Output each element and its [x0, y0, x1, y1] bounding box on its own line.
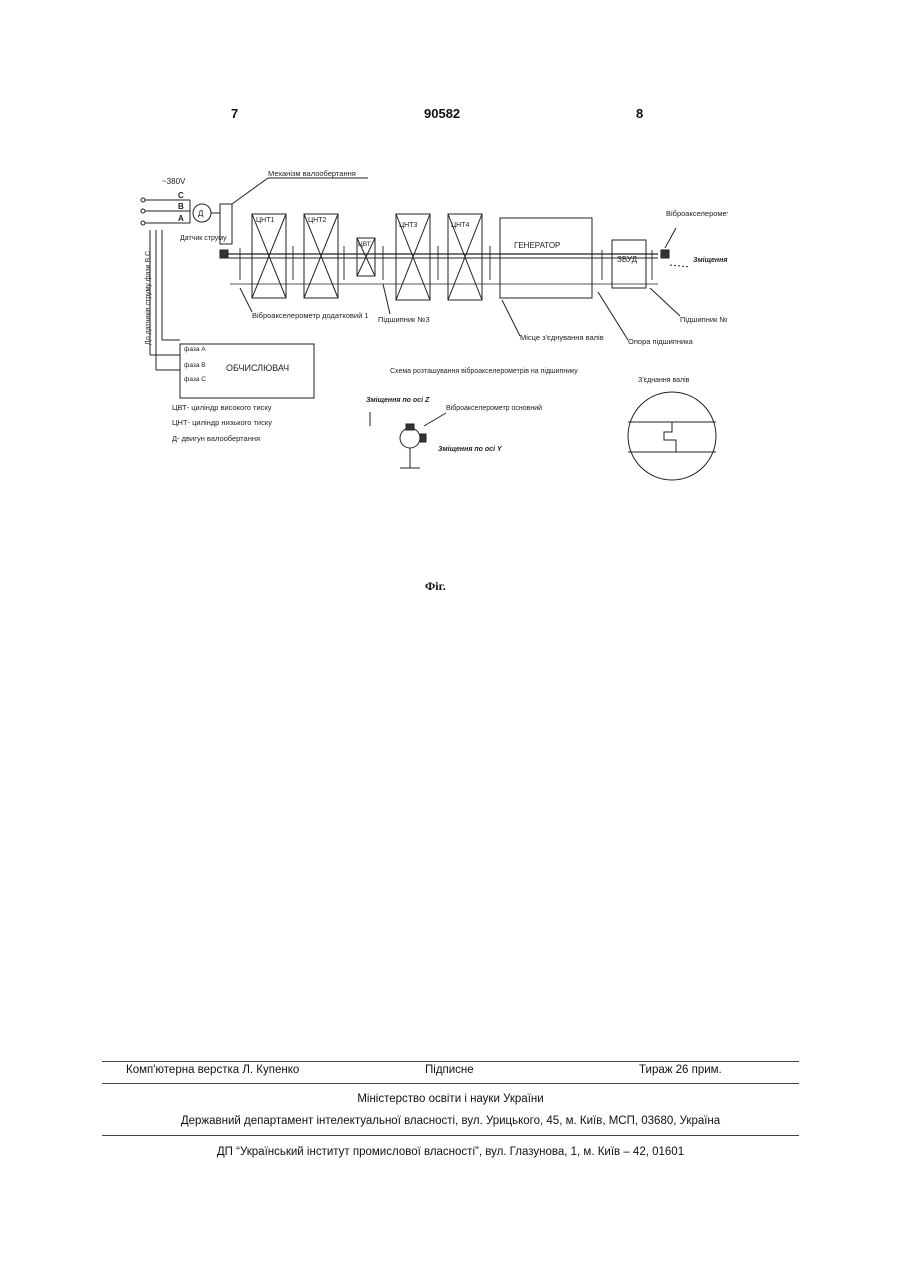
- exciter-label: ЗБУД: [617, 255, 638, 264]
- bearing-markers: [240, 246, 652, 280]
- footer-layout: Комп'ютерна верстка Л. Купенко: [126, 1064, 299, 1076]
- cylinder-cnt2: [304, 214, 338, 298]
- phase-b-label: B: [178, 202, 184, 211]
- patent-number: 90582: [424, 106, 460, 121]
- footer-ministry: Міністерство освіти і науки України: [102, 1093, 799, 1105]
- rule-bottom: [102, 1135, 799, 1136]
- cylinder-cnt1-label: ЦНТ1: [256, 217, 275, 224]
- legend-cvt: ЦВТ- циліндр високого тиску: [172, 403, 272, 412]
- accel-1-label: Віброакселерометр додатковий 1: [252, 311, 369, 320]
- mechanism-label: Механізм валообертання: [268, 170, 356, 178]
- accel-2-label: Віброакселерометр додатковий 2: [666, 209, 728, 218]
- accelerometer-horizontal: [420, 434, 426, 442]
- disp-y-label: Зміщення по осі Y: [438, 445, 503, 453]
- figure-caption: Фіг.: [425, 579, 446, 594]
- rule-middle: [102, 1083, 799, 1084]
- bearing-scheme: [400, 428, 420, 448]
- phase-c-input: фаза С: [184, 376, 206, 383]
- phase-a-label: A: [178, 214, 184, 223]
- rule-top: [102, 1061, 799, 1062]
- exciter: [612, 240, 646, 288]
- shaft-joint-place-label: Місце з'єднування валів: [520, 333, 604, 342]
- page-number-right: 8: [636, 106, 643, 121]
- motor-label: Д: [198, 209, 204, 218]
- disp-z-label: Зміщення по осі Z: [366, 396, 430, 404]
- footer-circulation: Тираж 26 прим.: [639, 1064, 722, 1076]
- voltage-label: ~380V: [162, 177, 186, 186]
- footer-signed: Підписне: [425, 1064, 474, 1076]
- bearing-support-label: Опора підшипника: [628, 337, 694, 346]
- cylinder-cnt2-label: ЦНТ2: [308, 217, 327, 224]
- shaft-joint-title: З'єднання валів: [638, 376, 690, 384]
- page-number-left: 7: [231, 106, 238, 121]
- footer-department: Державний департамент інтелектуальної вл…: [102, 1115, 799, 1127]
- current-sensors-label: До датчиків струму фази В,С: [144, 251, 152, 345]
- phase-c-label: C: [178, 191, 184, 200]
- bearing-3-label: Підшипник №3: [378, 315, 430, 324]
- patent-figure: ~380V C B A Д Датчик струму Механізм вал…: [128, 170, 728, 485]
- cylinder-cnt3-label: ЦНТ3: [399, 222, 418, 229]
- phase-a-input: фаза А: [184, 346, 206, 353]
- scheme-title: Схема розташування віброакселерометрів н…: [390, 367, 578, 375]
- legend-d: Д- двигун валообертання: [172, 434, 260, 443]
- legend-cnt: ЦНТ- циліндр низького тиску: [172, 418, 272, 427]
- accelerometer-vertical: [406, 424, 414, 430]
- phase-b-input: фаза В: [184, 362, 206, 369]
- disp-x-label: Зміщення по осі X: [693, 256, 728, 264]
- generator-label: ГЕНЕРАТОР: [514, 241, 560, 250]
- cylinder-cvt-label: ЦВТ: [358, 241, 371, 248]
- cylinder-cnt4-label: ЦНТ4: [451, 222, 470, 229]
- accelerometer-2: [661, 250, 669, 258]
- accel-main-label: Віброакселерометр основний: [446, 404, 542, 412]
- bearing-9-label: Підшипник №9: [680, 315, 728, 324]
- accelerometer-1: [220, 250, 228, 258]
- shaft-joint-circle: [628, 392, 716, 480]
- footer-institute: ДП “Український інститут промислової вла…: [102, 1146, 799, 1158]
- computer-label: ОБЧИСЛЮВАЧ: [226, 363, 289, 373]
- cylinder-cnt1: [252, 214, 286, 298]
